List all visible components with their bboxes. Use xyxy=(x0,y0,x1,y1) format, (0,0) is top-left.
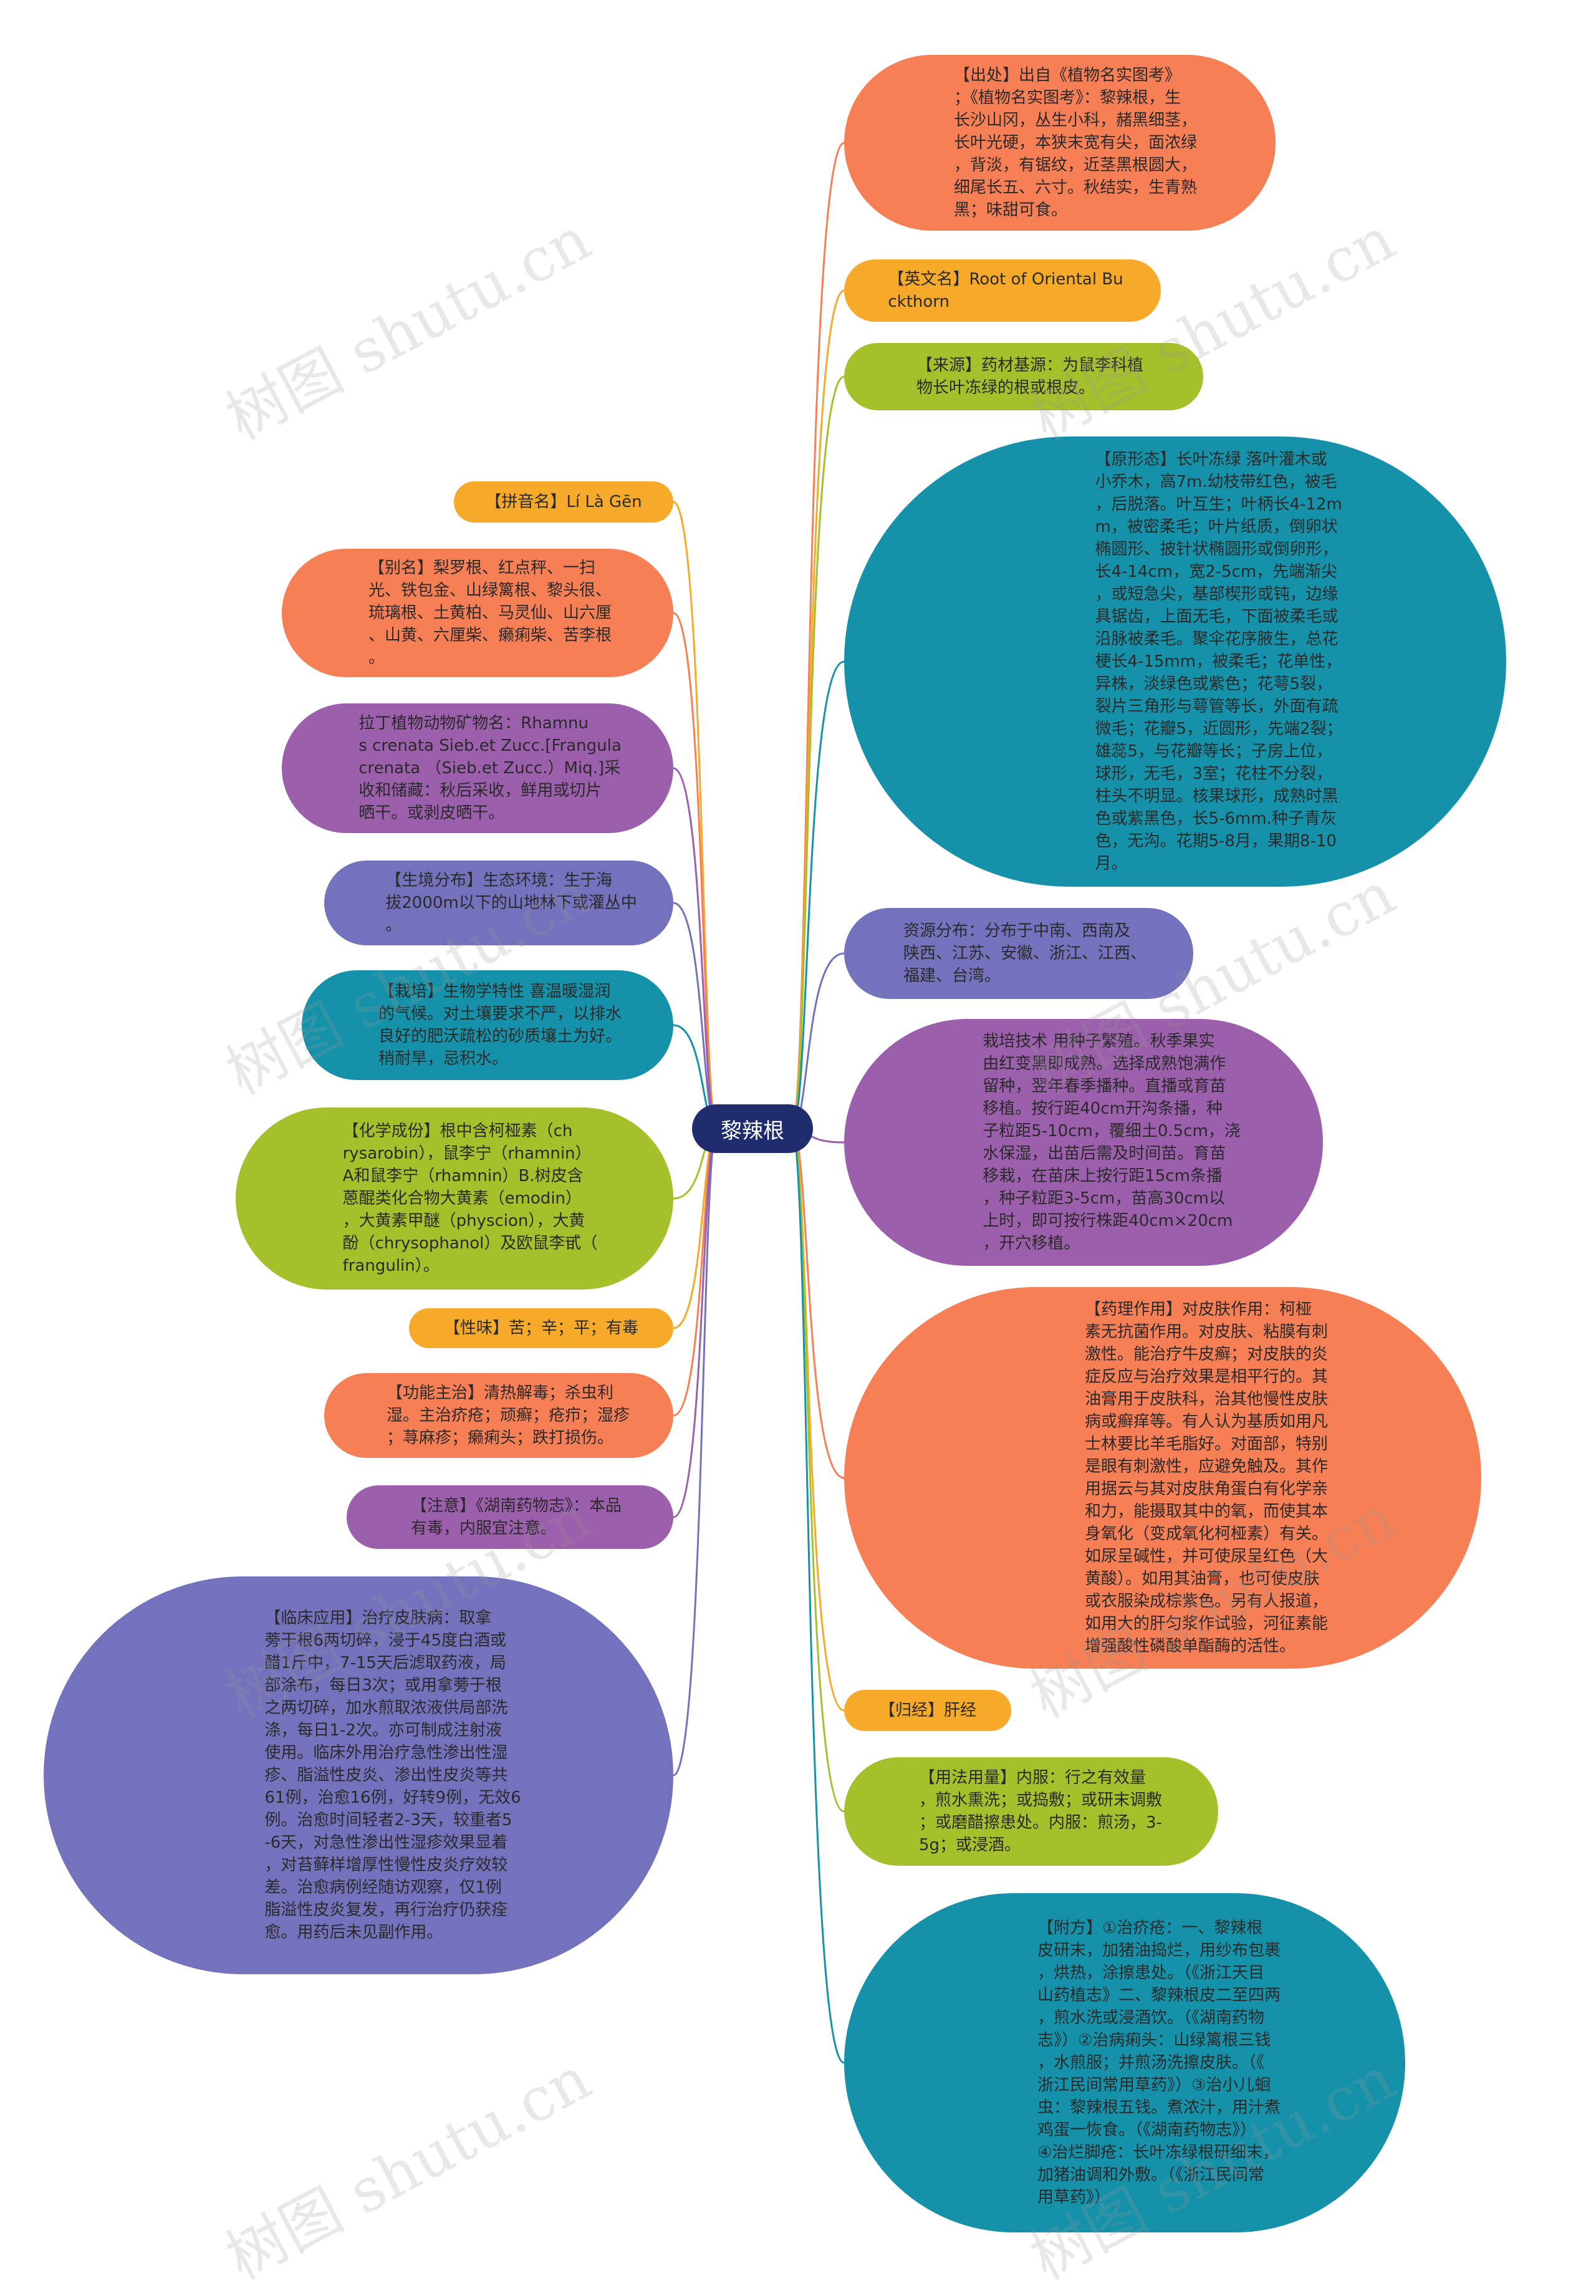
right-node-yaoli[interactable]: 【药理作用】对皮肤作用：柯桠 素无抗菌作用。对皮肤、粘膜有刺 激性。能治疗牛皮癣… xyxy=(844,1287,1481,1669)
right-node-yuanxingtai[interactable]: 【原形态】长叶冻绿 落叶灌木或 小乔木，高7m.幼枝带红色，被毛 ，后脱落。叶互… xyxy=(844,437,1506,887)
connector-right-laiyuan xyxy=(791,375,845,1130)
left-node-text: 【生境分布】生态环境：生于海 拔2000m以下的山地林下或灌丛中 。 xyxy=(385,871,637,935)
right-node-text: 【原形态】长叶冻绿 落叶灌木或 小乔木，高7m.幼枝带红色，被毛 ，后脱落。叶互… xyxy=(1095,450,1343,873)
right-node-text: 【附方】①治疥疮：一、黎辣根 皮研末，加猪油捣烂，用纱布包裹 ，烘热，涂擦患处。… xyxy=(1037,1919,1281,2207)
connector-left-linchuang xyxy=(673,1127,718,1777)
left-node-gongneng[interactable]: 【功能主治】清热解毒；杀虫利 湿。主治疥疮；顽癣；疮疖；湿疹 ；荨麻疹；癞痢头；… xyxy=(324,1373,673,1458)
right-node-yingwenming[interactable]: 【英文名】Root of Oriental Bu ckthorn xyxy=(844,259,1161,322)
root-node-label: 黎辣根 xyxy=(721,1118,784,1144)
left-node-huaxue[interactable]: 【化学成份】根中含柯桠素（ch rysarobin），鼠李宁（rhamnin） … xyxy=(236,1107,673,1290)
root-node[interactable]: 黎辣根 xyxy=(692,1104,813,1153)
right-node-text: 【出处】出自《植物名实图考》 ；《植物名实图考》：黎辣根，生 长沙山冈，丛生小科… xyxy=(953,66,1197,219)
left-node-text: 【功能主治】清热解毒；杀虫利 湿。主治疥疮；顽癣；疮疖；湿疹 ；荨麻疹；癞痢头；… xyxy=(386,1384,630,1447)
left-node-pinyin[interactable]: 【拼音名】Lí Là Gēn xyxy=(454,481,673,523)
left-node-lading[interactable]: 拉丁植物动物矿物名：Rhamnu s crenata Sieb.et Zucc.… xyxy=(282,703,673,833)
right-node-text: 资源分布：分布于中南、西南及 陕西、江苏、安徽、浙江、江西、 福建、台湾。 xyxy=(903,922,1147,985)
right-node-text: 【来源】药材基源：为鼠李科植 物长叶冻绿的根或根皮。 xyxy=(916,356,1143,397)
right-node-text: 【药理作用】对皮肤作用：柯桠 素无抗菌作用。对皮肤、粘膜有刺 激性。能治疗牛皮癣… xyxy=(1084,1300,1328,1656)
left-node-text: 【注意】《湖南药物志》：本品 有毒，内服宜注意。 xyxy=(410,1497,622,1538)
left-node-linchuang[interactable]: 【临床应用】治疗皮肤病：取拿 蒡干根6两切碎，浸于45度白酒或 醋1斤中，7-1… xyxy=(44,1576,673,1974)
connector-right-chuchu xyxy=(791,142,845,1130)
right-node-text: 【英文名】Root of Oriental Bu ckthorn xyxy=(888,270,1123,311)
connector-left-pinyin xyxy=(673,501,718,1130)
left-node-xingwei[interactable]: 【性味】苦；辛；平；有毒 xyxy=(409,1308,673,1348)
left-node-zhuyi[interactable]: 【注意】《湖南药物志》：本品 有毒，内服宜注意。 xyxy=(347,1485,673,1549)
connector-right-yuanxingtai xyxy=(791,660,845,1130)
left-node-text: 【拼音名】Lí Là Gēn xyxy=(485,493,642,511)
right-node-text: 栽培技术 用种子繁殖。秋季果实 由红变黑即成熟。选择成熟饱满作 留种，翌年春季播… xyxy=(983,1032,1241,1253)
connector-right-yingwenming xyxy=(791,289,845,1130)
left-node-text: 【性味】苦；辛；平；有毒 xyxy=(443,1319,638,1338)
connector-left-bieming xyxy=(673,612,718,1130)
left-node-text: 【临床应用】治疗皮肤病：取拿 蒡干根6两切碎，浸于45度白酒或 醋1斤中，7-1… xyxy=(264,1609,521,1942)
right-node-ziyuanfenbu[interactable]: 资源分布：分布于中南、西南及 陕西、江苏、安徽、浙江、江西、 福建、台湾。 xyxy=(844,908,1193,999)
left-node-zaipei[interactable]: 【栽培】生物学特性 喜温暖湿润 的气候。对土壤要求不严，以排水 良好的肥沃疏松的… xyxy=(302,970,673,1080)
right-node-text: 【归经】肝经 xyxy=(878,1701,976,1720)
left-node-shengjing[interactable]: 【生境分布】生态环境：生于海 拔2000m以下的山地林下或灌丛中 。 xyxy=(324,861,673,945)
right-node-fufang[interactable]: 【附方】①治疥疮：一、黎辣根 皮研末，加猪油捣烂，用纱布包裹 ，烘热，涂擦患处。… xyxy=(844,1893,1405,2232)
left-node-text: 拉丁植物动物矿物名：Rhamnu s crenata Sieb.et Zucc.… xyxy=(358,714,622,822)
connector-right-fufang xyxy=(791,1127,845,2064)
right-node-guijing[interactable]: 【归经】肝经 xyxy=(844,1690,1011,1731)
connector-right-yongfa xyxy=(791,1127,845,1813)
right-node-zaipeijishu[interactable]: 栽培技术 用种子繁殖。秋季果实 由红变黑即成熟。选择成熟饱满作 留种，翌年春季播… xyxy=(844,1019,1323,1266)
right-node-chuchu[interactable]: 【出处】出自《植物名实图考》 ；《植物名实图考》：黎辣根，生 长沙山冈，丛生小科… xyxy=(844,55,1276,231)
left-node-text: 【别名】梨罗根、红点秤、一扫 光、铁包金、山绿篱根、黎头很、 琉璃根、土黄柏、马… xyxy=(368,559,612,667)
left-node-text: 【化学成份】根中含柯桠素（ch rysarobin），鼠李宁（rhamnin） … xyxy=(342,1122,598,1275)
right-node-text: 【用法用量】内服：行之有效量 ，煎水熏洗；或捣敷；或研末调敷 ；或磨醋擦患处。内… xyxy=(918,1768,1162,1855)
left-node-bieming[interactable]: 【别名】梨罗根、红点秤、一扫 光、铁包金、山绿篱根、黎头很、 琉璃根、土黄柏、马… xyxy=(282,549,673,677)
left-node-text: 【栽培】生物学特性 喜温暖湿润 的气候。对土壤要求不严，以排水 良好的肥沃疏松的… xyxy=(378,982,622,1068)
right-node-yongfa[interactable]: 【用法用量】内服：行之有效量 ，煎水熏洗；或捣敷；或研末调敷 ；或磨醋擦患处。内… xyxy=(844,1757,1218,1866)
right-node-laiyuan[interactable]: 【来源】药材基源：为鼠李科植 物长叶冻绿的根或根皮。 xyxy=(844,343,1203,410)
